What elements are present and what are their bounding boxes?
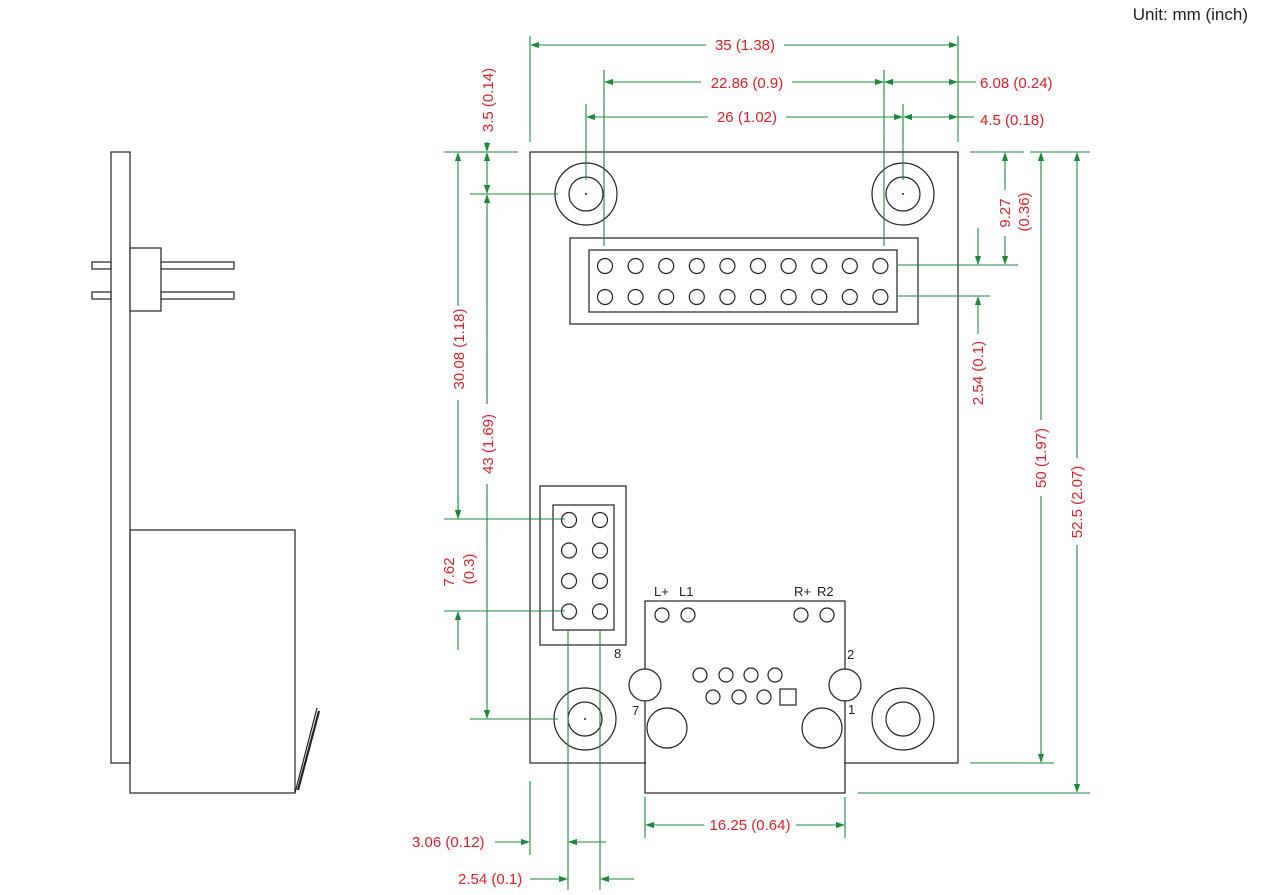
- dim-header-from-top-mm: 9.27: [997, 198, 1014, 227]
- rj45-gap: [646, 762, 844, 764]
- pin-label-7: 7: [632, 703, 639, 718]
- header-pin: [658, 257, 675, 275]
- pin-label-8: 8: [614, 646, 621, 661]
- dimensions: 35 (1.38) 22.86 (0.9) 6.08 (0.24) 26 (1.…: [412, 36, 1090, 890]
- header-pin: [658, 288, 675, 306]
- led-label-right-2: R2: [817, 584, 834, 599]
- dim-jack-width: 16.25 (0.64): [710, 817, 791, 834]
- dim-bottom-left-offset: 3.06 (0.12): [412, 834, 485, 851]
- rj45-peg-right: [801, 707, 843, 749]
- header-pin: [560, 572, 578, 590]
- dim-small-header-span-in: (0.3): [461, 554, 478, 585]
- header-pin: [811, 257, 828, 275]
- dim-header-to-small-header: 30.08 (1.18): [451, 309, 468, 390]
- dim-total-height: 52.5 (2.07): [1069, 466, 1086, 539]
- rj45-peg-left: [646, 707, 688, 749]
- header-pin: [591, 603, 609, 620]
- header-pin: [560, 511, 578, 529]
- header-8pin-frame: [552, 504, 615, 631]
- led-label-right-plus: R+: [794, 584, 811, 599]
- side-pin-right-bottom: [160, 291, 235, 300]
- dim-small-header-span-mm: 7.62: [441, 557, 458, 586]
- front-view: 8 L+ L1 R+ R2 2 7 1: [529, 151, 959, 794]
- dim-header-pitch: 2.54 (0.1): [970, 341, 987, 405]
- dim-top-offset-hole: 3.5 (0.14): [480, 68, 497, 132]
- dim-hole-to-hole-vertical: 43 (1.69): [480, 414, 497, 474]
- led-label-left-1: L1: [679, 584, 693, 599]
- dim-right-offset-hole: 4.5 (0.18): [980, 112, 1044, 129]
- rj45-shield-pad-right: [828, 668, 862, 702]
- rj45-shield-pad-left: [628, 668, 662, 702]
- header-20pin-pins: [596, 257, 889, 306]
- dim-board-height: 50 (1.97): [1033, 428, 1050, 488]
- dim-overall-width: 35 (1.38): [715, 37, 775, 54]
- side-pin-left-bottom: [91, 291, 112, 300]
- pin-label-1: 1: [848, 702, 855, 717]
- side-rj45-jack: [129, 529, 296, 794]
- side-view: [91, 151, 321, 794]
- header-pin: [560, 542, 578, 559]
- pin-label-2: 2: [847, 647, 854, 662]
- header-pin: [627, 257, 644, 275]
- led-pad-r-plus: [793, 607, 809, 623]
- header-pin: [688, 288, 705, 306]
- header-pin: [627, 288, 644, 306]
- mounting-hole-bottom-right: [871, 687, 935, 751]
- side-header-housing: [129, 247, 162, 312]
- led-label-left-plus: L+: [654, 584, 669, 599]
- header-pin: [719, 257, 736, 275]
- led-pad-l-plus: [654, 607, 670, 623]
- side-pin-right-top: [160, 261, 235, 270]
- header-20pin-housing: [569, 237, 919, 325]
- side-pin-left-top: [91, 261, 112, 270]
- header-pin: [780, 257, 797, 275]
- dim-header-from-top-in: (0.36): [1016, 192, 1033, 231]
- header-pin: [591, 511, 609, 529]
- unit-label: Unit: mm (inch): [1132, 5, 1248, 24]
- dim-bottom-pitch: 2.54 (0.1): [458, 871, 522, 888]
- header-pin: [591, 542, 609, 559]
- dim-hole-span: 26 (1.02): [717, 109, 777, 126]
- header-pin: [688, 257, 705, 275]
- dim-right-offset-header: 6.08 (0.24): [980, 75, 1053, 92]
- header-pin: [872, 288, 889, 306]
- header-pin: [591, 572, 609, 590]
- pcb-outline: [529, 151, 959, 764]
- header-pin: [841, 257, 858, 275]
- header-8pin-pins: [560, 511, 609, 620]
- header-pin: [749, 257, 767, 275]
- header-pin: [841, 288, 858, 306]
- dim-header-span: 22.86 (0.9): [711, 75, 784, 92]
- rj45-signal-pins: [692, 667, 797, 706]
- header-pin: [719, 288, 736, 306]
- header-pin: [780, 288, 797, 306]
- mounting-hole-bottom-left: [553, 687, 617, 751]
- header-8pin-housing: [539, 485, 627, 646]
- led-pad-l1: [680, 607, 696, 623]
- header-pin: [596, 288, 614, 306]
- header-pin: [811, 288, 828, 306]
- header-pin: [872, 257, 889, 275]
- side-latch-edge: [296, 710, 321, 791]
- side-pcb: [110, 151, 131, 764]
- side-latch: [294, 707, 318, 794]
- led-pad-r2: [819, 607, 835, 623]
- header-20pin-frame: [588, 249, 898, 313]
- header-pin: [749, 288, 767, 306]
- header-pin: [596, 257, 614, 275]
- rj45-footprint: [644, 600, 846, 794]
